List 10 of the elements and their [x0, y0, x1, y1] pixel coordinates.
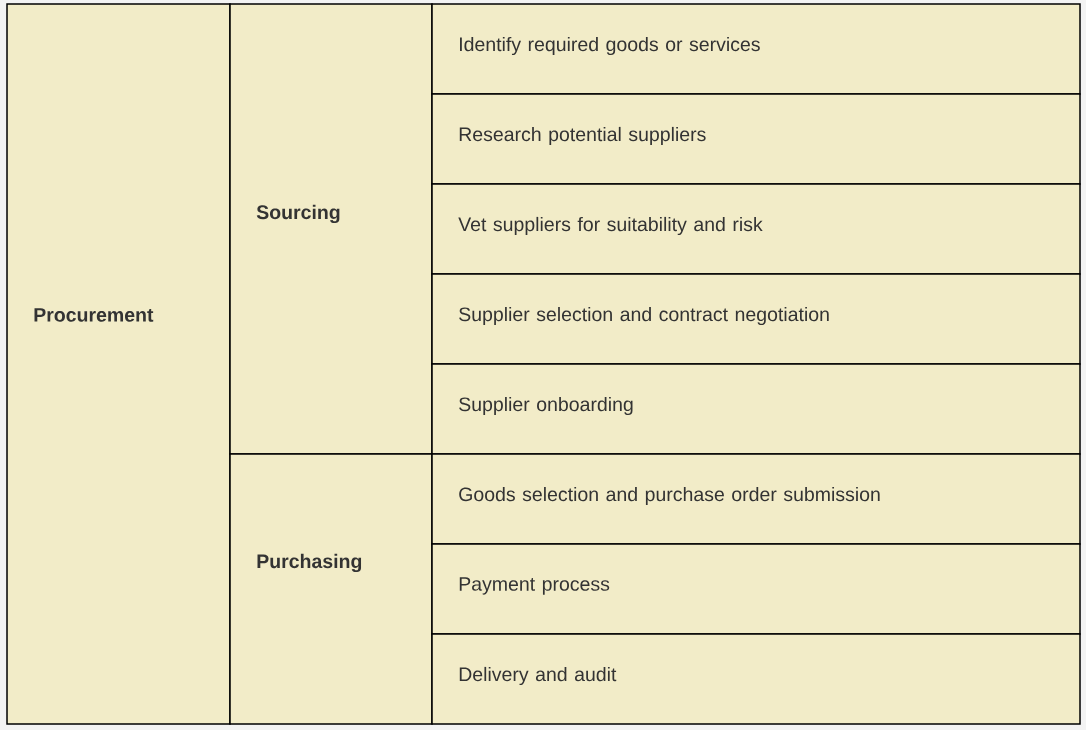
table-cell: Goods selection and purchase order submission: [431, 453, 1081, 545]
table-cell: Research potential suppliers: [431, 93, 1081, 185]
table-cell: Supplier selection and contract negotiation: [431, 273, 1081, 365]
table-cell: Identify required goods or services: [431, 3, 1081, 95]
table-cell: Payment process: [431, 543, 1081, 635]
table-cell: Purchasing: [229, 453, 433, 725]
table-cell: Sourcing: [229, 3, 433, 455]
table-cell: Supplier onboarding: [431, 363, 1081, 455]
table-cell: Vet suppliers for suitability and risk: [431, 183, 1081, 275]
table-cell: Delivery and audit: [431, 633, 1081, 725]
